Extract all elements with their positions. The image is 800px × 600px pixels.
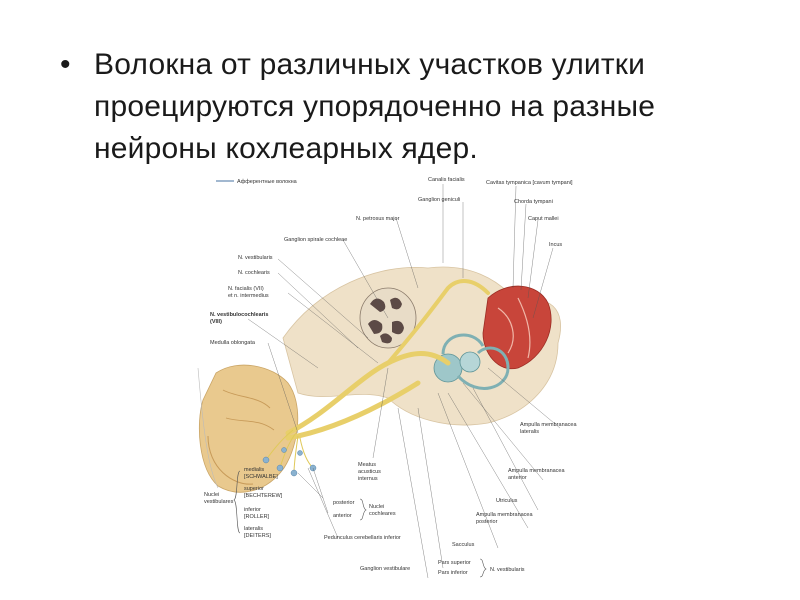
brace-cochlear bbox=[359, 498, 367, 521]
label-caput-mallei: Caput mallei bbox=[528, 216, 559, 222]
label-ampulla-anterior-2: anterior bbox=[508, 475, 527, 481]
label-n-vestibulocochlearis-2: (VIII) bbox=[210, 319, 222, 325]
label-n-vestibularis-brace: N. vestibularis bbox=[490, 567, 525, 573]
tympanic-cavity bbox=[482, 285, 552, 370]
label-pars-superior: Pars superior bbox=[438, 560, 471, 566]
label-nuclei-cochleares-1: Nuclei bbox=[369, 504, 384, 510]
label-nuclei-cochleares-2: cochleares bbox=[369, 511, 396, 517]
label-inferior-2: [ROLLER] bbox=[244, 514, 270, 520]
anatomy-figure: Афферентные волокна Canalis facialis Cav… bbox=[88, 168, 704, 594]
brain-outline bbox=[197, 367, 219, 489]
label-ampulla-anterior-1: Ampulla membranacea bbox=[508, 468, 565, 474]
label-n-vestibulocochlearis-1: N. vestibulocochlearis bbox=[210, 312, 268, 318]
bullet-marker: • bbox=[60, 48, 71, 81]
label-superior-1: superior bbox=[244, 486, 264, 492]
label-chorda-tympani: Chorda tympani bbox=[514, 199, 553, 205]
label-cavitas-tympanica: Cavitas tympanica [cavum tympani] bbox=[486, 180, 573, 186]
bullet-line: проецируются упорядоченно на разные bbox=[94, 90, 656, 123]
label-lateralis-2: [DEITERS] bbox=[244, 533, 271, 539]
nucleus-cells bbox=[262, 447, 317, 477]
label-meatus-1: Meatus bbox=[358, 462, 376, 468]
facial-nerve bbox=[386, 279, 490, 365]
label-ampulla-posterior-2: posterior bbox=[476, 519, 498, 525]
slide-text: • Волокна от различных участков улитки п… bbox=[60, 44, 780, 170]
label-medialis-1: medialis bbox=[244, 467, 264, 473]
cerebellum-part bbox=[207, 435, 254, 485]
label-n-vestibularis: N. vestibularis bbox=[238, 255, 273, 261]
label-n-facialis-1: N. facialis (VII) bbox=[228, 286, 264, 292]
label-ampulla-lateralis-2: lateralis bbox=[520, 429, 539, 435]
vestibulocochlear-nerve bbox=[285, 351, 451, 441]
label-nuclei-vestibulares-2: vestibulares bbox=[204, 499, 234, 505]
label-nuclei-vestibulares-1: Nuclei bbox=[204, 492, 219, 498]
medulla-oblongata bbox=[198, 364, 299, 493]
label-ganglion-spirale: Ganglion spirale cochleae bbox=[284, 237, 347, 243]
leader-lines bbox=[247, 184, 561, 579]
bullet-line: нейроны кохлеарных ядер. bbox=[94, 132, 478, 165]
label-ganglion-vestibulare: Ganglion vestibulare bbox=[360, 566, 410, 572]
label-posterior: posterior bbox=[333, 500, 355, 506]
anatomy-illustration: Афферентные волокна Canalis facialis Cav… bbox=[197, 177, 577, 579]
brace-vestibularis bbox=[479, 558, 487, 578]
label-anterior: anterior bbox=[333, 513, 352, 519]
label-incus: Incus bbox=[549, 242, 562, 248]
label-meatus-3: internus bbox=[358, 476, 378, 482]
legend-label: Афферентные волокна bbox=[237, 179, 298, 185]
label-utriculus: Utriculus bbox=[496, 498, 518, 504]
label-medialis-2: [SCHWALBE] bbox=[244, 474, 278, 480]
label-ganglion-geniculi: Ganglion geniculi bbox=[418, 197, 460, 203]
label-meatus-2: acusticus bbox=[358, 469, 381, 475]
label-medulla-oblongata: Medulla oblongata bbox=[210, 340, 256, 346]
bullet-text: Волокна от различных участков улитки про… bbox=[94, 44, 655, 170]
label-ampulla-posterior-1: Ampulla membranacea bbox=[476, 512, 533, 518]
label-sacculus: Sacculus bbox=[452, 542, 475, 548]
label-pedunculus: Pedunculus cerebellaris inferior bbox=[324, 535, 401, 541]
bullet-line: Волокна от различных участков улитки bbox=[94, 48, 646, 81]
label-pars-inferior: Pars inferior bbox=[438, 570, 468, 576]
label-n-facialis-2: et n. intermedius bbox=[228, 293, 269, 299]
bullet-item: • Волокна от различных участков улитки п… bbox=[60, 44, 780, 170]
brace-vestibular bbox=[233, 470, 241, 534]
label-n-cochlearis: N. cochlearis bbox=[238, 270, 270, 276]
label-inferior-1: inferior bbox=[244, 507, 261, 513]
label-lateralis-1: lateralis bbox=[244, 526, 263, 532]
label-n-petrosus-major: N. petrosus major bbox=[356, 216, 400, 222]
label-ampulla-lateralis-1: Ampulla membranacea bbox=[520, 422, 577, 428]
label-canalis-facialis: Canalis facialis bbox=[428, 177, 465, 183]
label-superior-2: [BECHTEREW] bbox=[244, 493, 283, 499]
